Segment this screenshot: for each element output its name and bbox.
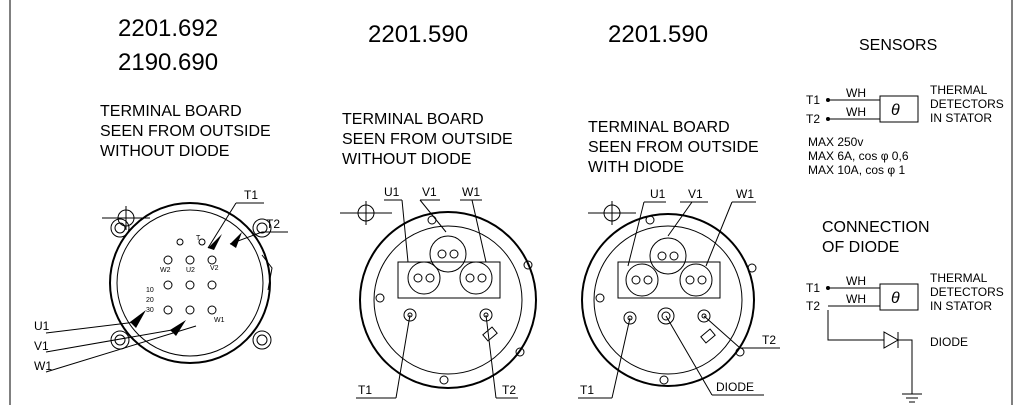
caption-line: TERMINAL BOARD bbox=[100, 103, 242, 120]
board-outer-ring bbox=[359, 211, 537, 389]
detector-label: THERMAL bbox=[930, 83, 988, 97]
label-t2: T2 bbox=[806, 299, 820, 313]
label-t1: T1 bbox=[244, 188, 258, 202]
label-w1: W1 bbox=[34, 359, 52, 373]
caption-line: WITHOUT DIODE bbox=[342, 151, 471, 168]
detector-label: IN STATOR bbox=[930, 299, 992, 313]
mark-side: 10 bbox=[146, 287, 154, 294]
rating-line: MAX 6A, cos φ 0,6 bbox=[808, 149, 909, 163]
caption-line: TERMINAL BOARD bbox=[588, 119, 730, 136]
label-u1: U1 bbox=[384, 185, 400, 199]
detector-label: DETECTORS bbox=[930, 97, 1004, 111]
detector-box bbox=[879, 95, 919, 123]
diode-icon bbox=[883, 331, 900, 349]
wire-label: WH bbox=[846, 274, 866, 288]
rating-line: MAX 10A, cos φ 1 bbox=[808, 163, 905, 177]
code-col1-a: 2201.692 bbox=[118, 15, 218, 42]
connection-title: OF DIODE bbox=[822, 239, 899, 256]
mark-u2: U2 bbox=[186, 267, 195, 274]
theta-symbol: θ bbox=[891, 290, 900, 307]
caption-line: SEEN FROM OUTSIDE bbox=[342, 131, 513, 148]
detector-label: THERMAL bbox=[930, 271, 988, 285]
label-w1: W1 bbox=[462, 185, 480, 199]
mark-w1: W1 bbox=[214, 317, 225, 324]
mark-side: 30 bbox=[146, 307, 154, 314]
label-diode: DIODE bbox=[716, 380, 754, 394]
code-col3: 2201.590 bbox=[608, 21, 708, 48]
label-u1: U1 bbox=[34, 319, 50, 333]
terminal-board-3: U1 V1 W1 T1 DIODE T2 bbox=[578, 187, 780, 399]
diode-connection-schematic: CONNECTION OF DIODE T1 T2 WH WH θ THERMA… bbox=[806, 219, 1004, 403]
detector-label: DETECTORS bbox=[930, 285, 1004, 299]
board-outer-ring bbox=[581, 213, 755, 387]
terminal-grid bbox=[163, 238, 217, 315]
label-t2: T2 bbox=[762, 333, 776, 347]
mark-v2: V2 bbox=[210, 265, 219, 272]
mark-side: 20 bbox=[146, 297, 154, 304]
detector-box bbox=[879, 283, 919, 311]
caption-line: WITH DIODE bbox=[588, 159, 684, 176]
label-v1: V1 bbox=[422, 185, 437, 199]
label-t2: T2 bbox=[806, 112, 820, 126]
mark-w2: W2 bbox=[160, 267, 171, 274]
wire-label: WH bbox=[846, 292, 866, 306]
label-t1: T1 bbox=[806, 281, 820, 295]
mounting-screws bbox=[110, 218, 272, 350]
caption-line: TERMINAL BOARD bbox=[342, 111, 484, 128]
mark-t: T bbox=[196, 235, 201, 242]
caption-line: SEEN FROM OUTSIDE bbox=[100, 123, 271, 140]
board-outer-ring bbox=[109, 202, 271, 364]
caption-line: SEEN FROM OUTSIDE bbox=[588, 139, 759, 156]
terminal-board-2: U1 V1 W1 T1 T2 bbox=[340, 185, 537, 399]
label-v1: V1 bbox=[688, 187, 703, 201]
rating-line: MAX 250v bbox=[808, 135, 863, 149]
sensors-title: SENSORS bbox=[859, 37, 937, 54]
label-w1: W1 bbox=[736, 187, 754, 201]
label-v1: V1 bbox=[34, 339, 49, 353]
theta-symbol: θ bbox=[891, 102, 900, 119]
caption-line: WITHOUT DIODE bbox=[100, 143, 229, 160]
caption-col3: TERMINAL BOARD SEEN FROM OUTSIDE WITH DI… bbox=[588, 119, 759, 176]
terminal-board-1: W2 U2 V2 W1 T 10 20 30 T1 T2 U1 V1 W1 bbox=[34, 188, 288, 373]
code-col2: 2201.590 bbox=[368, 21, 468, 48]
detector-label: IN STATOR bbox=[930, 111, 992, 125]
label-t1: T1 bbox=[806, 93, 820, 107]
label-t2: T2 bbox=[266, 217, 280, 231]
label-t1: T1 bbox=[580, 383, 594, 397]
code-col1-b: 2190.690 bbox=[118, 49, 218, 76]
diode-label: DIODE bbox=[930, 335, 968, 349]
wire-label: WH bbox=[846, 86, 866, 100]
sensors-schematic: T1 T2 WH WH θ THERMAL DETECTORS IN STATO… bbox=[806, 83, 1004, 177]
label-t2: T2 bbox=[502, 383, 516, 397]
wire-label: WH bbox=[846, 105, 866, 119]
connection-title: CONNECTION bbox=[822, 219, 930, 236]
label-t1: T1 bbox=[358, 383, 372, 397]
label-u1: U1 bbox=[650, 187, 666, 201]
caption-col2: TERMINAL BOARD SEEN FROM OUTSIDE WITHOUT… bbox=[342, 111, 513, 168]
caption-col1: TERMINAL BOARD SEEN FROM OUTSIDE WITHOUT… bbox=[100, 103, 271, 160]
